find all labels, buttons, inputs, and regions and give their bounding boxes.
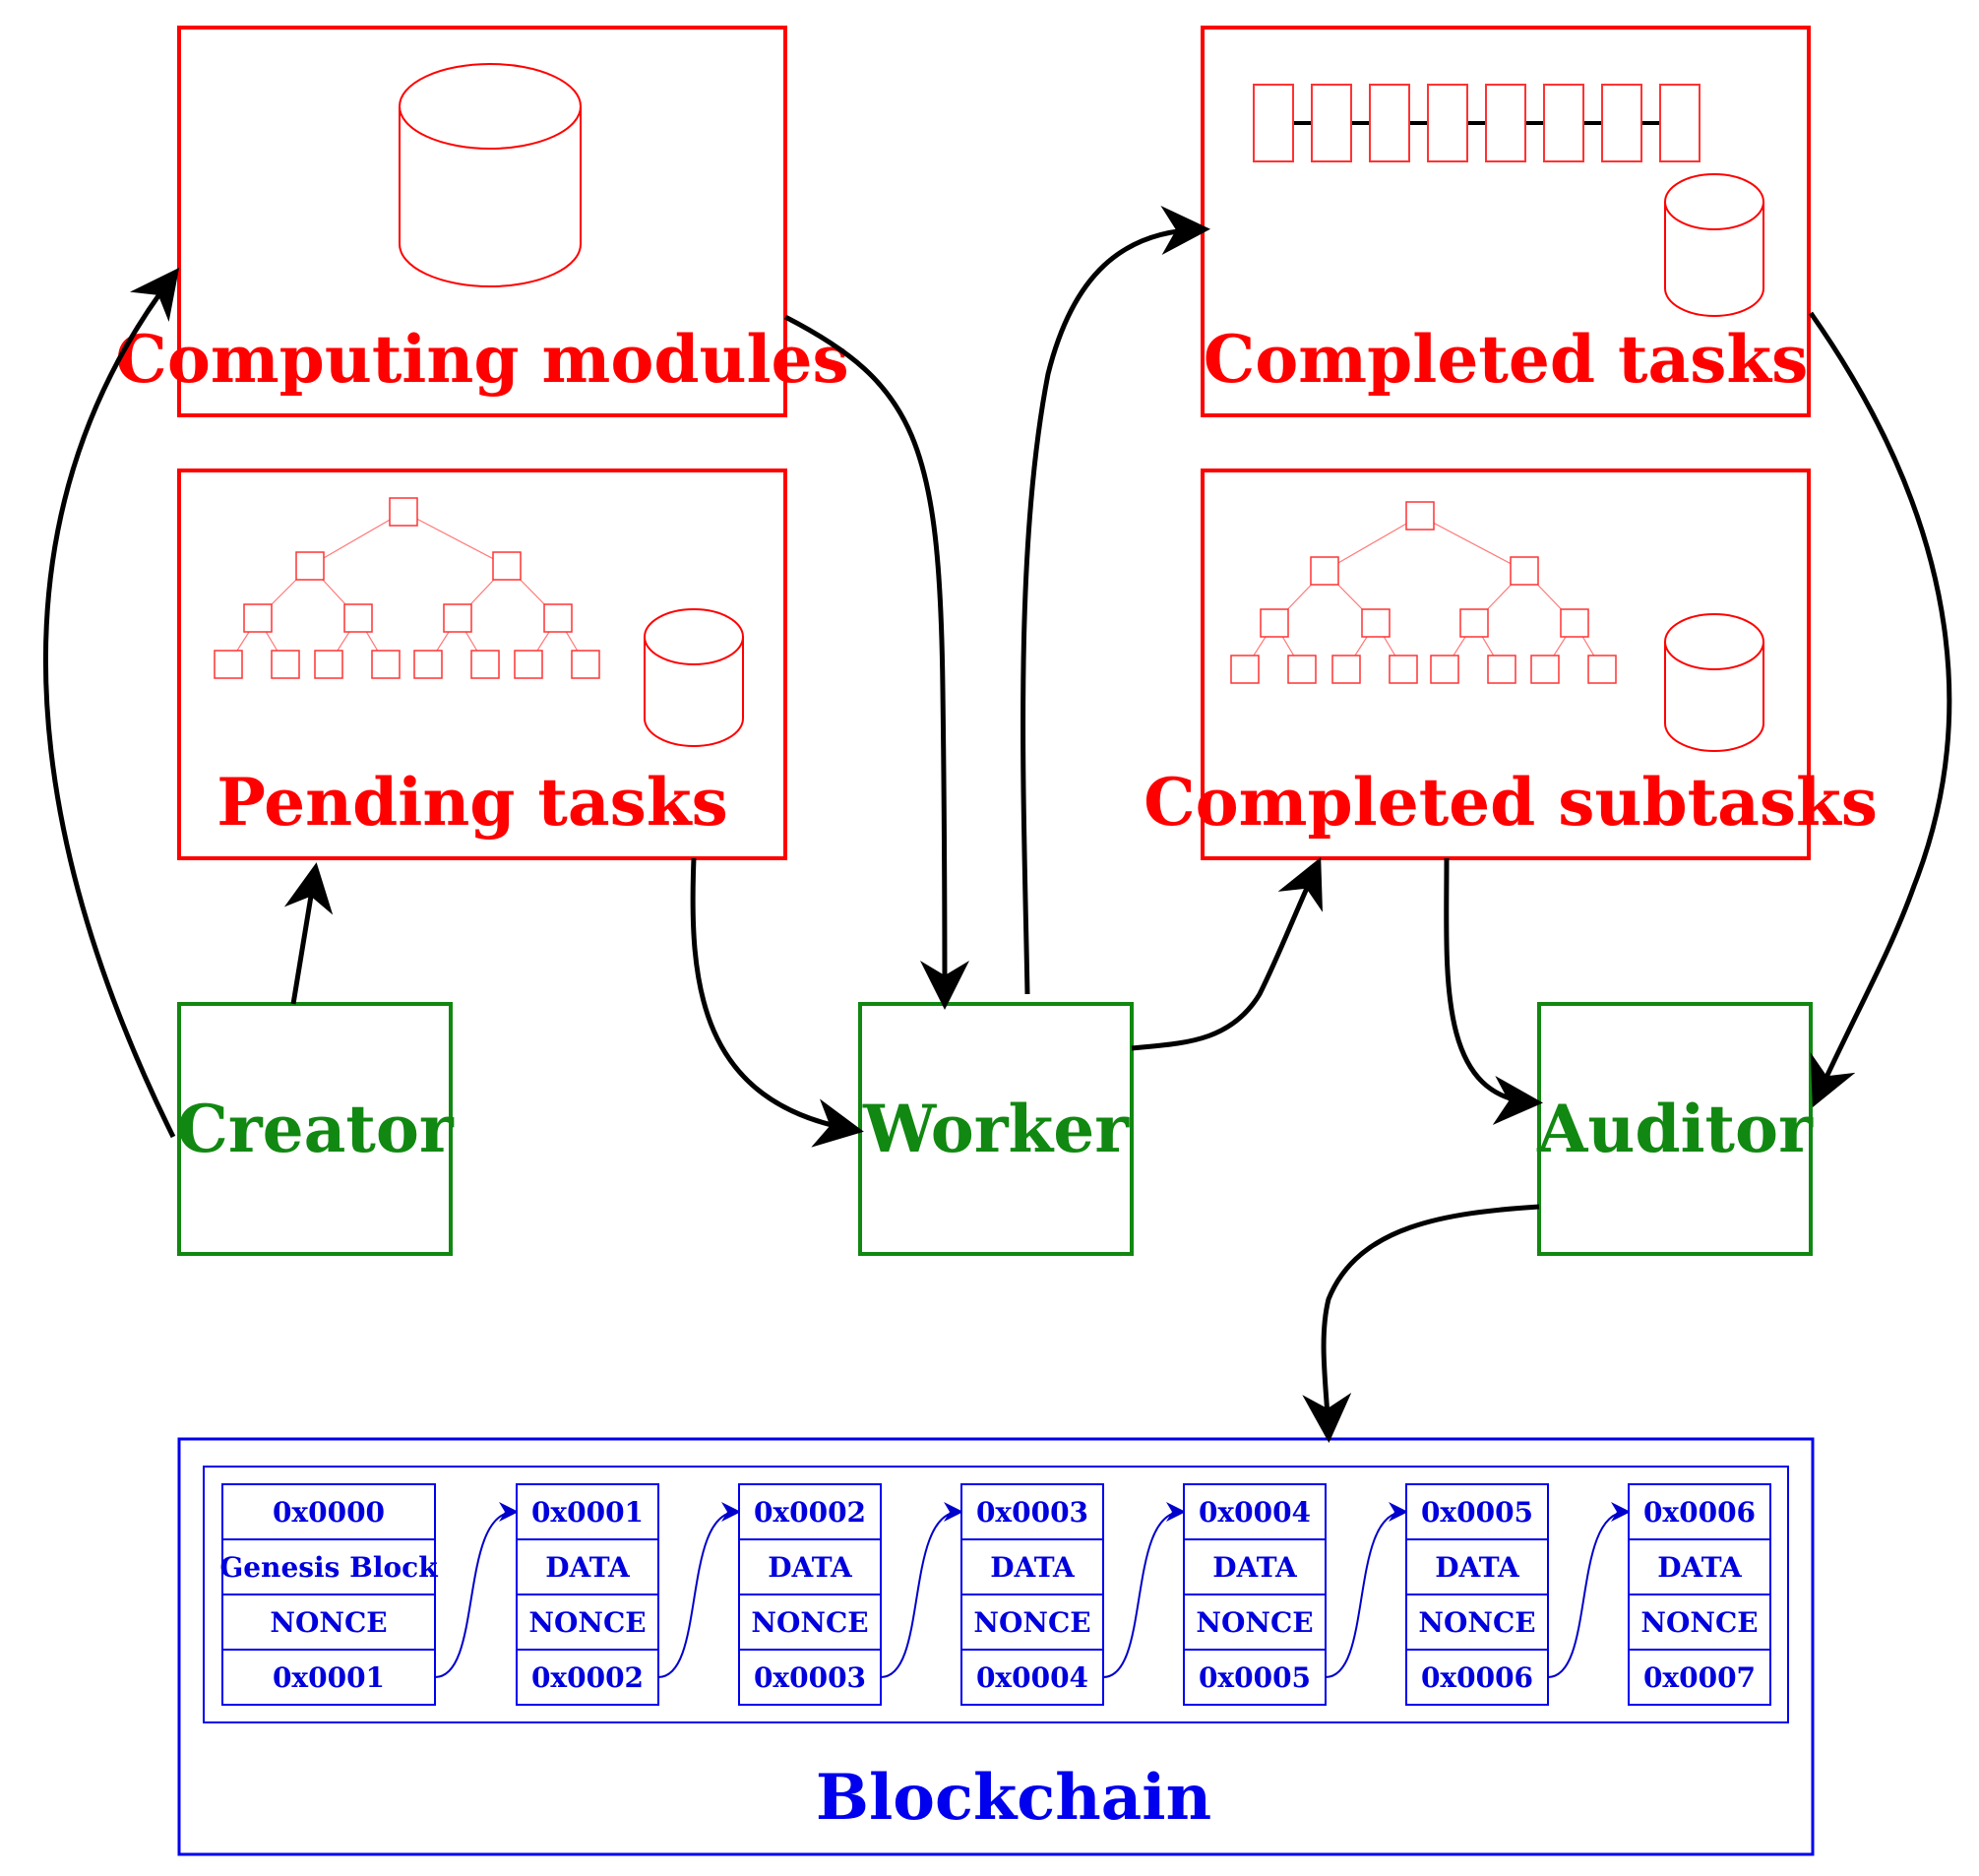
- block-nonce-cell: NONCE: [270, 1606, 387, 1639]
- completed-subtasks-to-auditor-arrow: [1444, 857, 1543, 1125]
- block-data-cell-frame: [221, 1538, 436, 1595]
- completed-tasks-node: Completed tasks: [1201, 26, 1811, 417]
- block-data-cell: DATA: [1212, 1551, 1298, 1584]
- block-link-arrow: [1102, 1502, 1186, 1678]
- creator-to-pending-tasks-arrow: [283, 862, 334, 1005]
- block-hash-cell: 0x0002: [754, 1496, 866, 1529]
- completed-tasks-label: Completed tasks: [1204, 321, 1809, 398]
- subtask-tree-icon: [1230, 501, 1617, 684]
- worker-label: Worker: [862, 1091, 1130, 1167]
- block-data-cell: DATA: [1435, 1551, 1520, 1584]
- block-data-cell: DATA: [768, 1551, 853, 1584]
- block-hash-cell: 0x0006: [1643, 1496, 1756, 1529]
- block-nonce-cell-frame: [1183, 1594, 1327, 1651]
- block-data-cell: DATA: [545, 1551, 631, 1584]
- task-chain-icon: [1253, 84, 1701, 162]
- auditor-label: Auditor: [1536, 1091, 1814, 1167]
- block-next-cell-frame: [1628, 1649, 1771, 1706]
- block-nonce-cell: NONCE: [1418, 1606, 1535, 1639]
- task-tree-icon: [214, 497, 600, 679]
- auditor-node: Auditor: [1536, 1002, 1814, 1256]
- block-hash-cell-frame: [516, 1483, 659, 1540]
- block-nonce-cell: NONCE: [973, 1606, 1090, 1639]
- database-icon: [1664, 613, 1764, 752]
- block-hash-cell-frame: [221, 1483, 436, 1540]
- database-icon: [1664, 173, 1764, 317]
- block-nonce-cell: NONCE: [751, 1606, 868, 1639]
- block-data-cell: Genesis Block: [219, 1551, 438, 1584]
- block-hash-cell: 0x0004: [1199, 1496, 1311, 1529]
- computing-modules-to-worker-arrow: [783, 314, 969, 1010]
- pending-tasks-to-worker-arrow: [690, 857, 864, 1148]
- block-link-arrow: [434, 1502, 519, 1678]
- pending-tasks-node: Pending tasks: [177, 469, 787, 860]
- block-next-cell: 0x0001: [273, 1661, 385, 1694]
- completed-subtasks-node: Completed subtasks: [1144, 469, 1878, 860]
- block-next-cell: 0x0006: [1421, 1661, 1533, 1694]
- completed-tasks-to-auditor-arrow: [1808, 311, 1952, 1108]
- computing-modules-node: Computing modules: [115, 26, 849, 417]
- flow-arrows: [43, 206, 1952, 1443]
- pending-tasks-label: Pending tasks: [216, 764, 727, 841]
- block-data-cell: DATA: [1657, 1551, 1743, 1584]
- block-hash-cell: 0x0000: [273, 1496, 385, 1529]
- block-next-cell-frame: [516, 1649, 659, 1706]
- block-next-cell-frame: [960, 1649, 1104, 1706]
- block-hash-cell-frame: [1405, 1483, 1549, 1540]
- block-hash-cell-frame: [738, 1483, 882, 1540]
- block-hash-cell: 0x0003: [976, 1496, 1088, 1529]
- block-data-cell-frame: [1405, 1538, 1549, 1595]
- block-link-arrow: [880, 1502, 963, 1678]
- block-hash-cell: 0x0005: [1421, 1496, 1533, 1529]
- block-nonce-cell: NONCE: [528, 1606, 646, 1639]
- block-nonce-cell-frame: [738, 1594, 882, 1651]
- block-link-arrow: [1325, 1502, 1408, 1678]
- block-hash-cell-frame: [1183, 1483, 1327, 1540]
- block-next-cell-frame: [738, 1649, 882, 1706]
- block-nonce-cell-frame: [221, 1594, 436, 1651]
- block-data-cell-frame: [738, 1538, 882, 1595]
- database-icon: [644, 608, 744, 747]
- block-hash-cell-frame: [960, 1483, 1104, 1540]
- block-data-cell-frame: [1183, 1538, 1327, 1595]
- block-next-cell: 0x0005: [1199, 1661, 1311, 1694]
- block-data-cell: DATA: [990, 1551, 1076, 1584]
- block-data-cell-frame: [960, 1538, 1104, 1595]
- block-next-cell-frame: [1183, 1649, 1327, 1706]
- block-next-cell-frame: [221, 1649, 436, 1706]
- block-nonce-cell: NONCE: [1196, 1606, 1313, 1639]
- block-link-arrow: [657, 1502, 741, 1678]
- worker-node: Worker: [858, 1002, 1134, 1256]
- block-link-arrow: [1547, 1502, 1631, 1678]
- block-nonce-cell: NONCE: [1640, 1606, 1758, 1639]
- block-nonce-cell-frame: [516, 1594, 659, 1651]
- worker-to-completed-tasks-arrow: [1020, 206, 1210, 995]
- block-nonce-cell-frame: [960, 1594, 1104, 1651]
- creator-to-computing-modules-arrow: [43, 268, 180, 1139]
- auditor-to-blockchain-arrow: [1302, 1204, 1540, 1443]
- block-next-cell: 0x0004: [976, 1661, 1088, 1694]
- creator-label: Creator: [176, 1091, 455, 1167]
- computing-modules-label: Computing modules: [115, 321, 848, 398]
- blockchain-label: Blockchain: [816, 1761, 1211, 1835]
- block-nonce-cell-frame: [1628, 1594, 1771, 1651]
- block-next-cell: 0x0007: [1643, 1661, 1756, 1694]
- completed-subtasks-label: Completed subtasks: [1144, 764, 1878, 841]
- block-next-cell: 0x0002: [531, 1661, 644, 1694]
- database-icon: [399, 63, 582, 287]
- worker-to-completed-subtasks-arrow: [1131, 856, 1323, 1051]
- block-next-cell: 0x0003: [754, 1661, 866, 1694]
- block-hash-cell: 0x0001: [531, 1496, 644, 1529]
- creator-node: Creator: [176, 1002, 455, 1256]
